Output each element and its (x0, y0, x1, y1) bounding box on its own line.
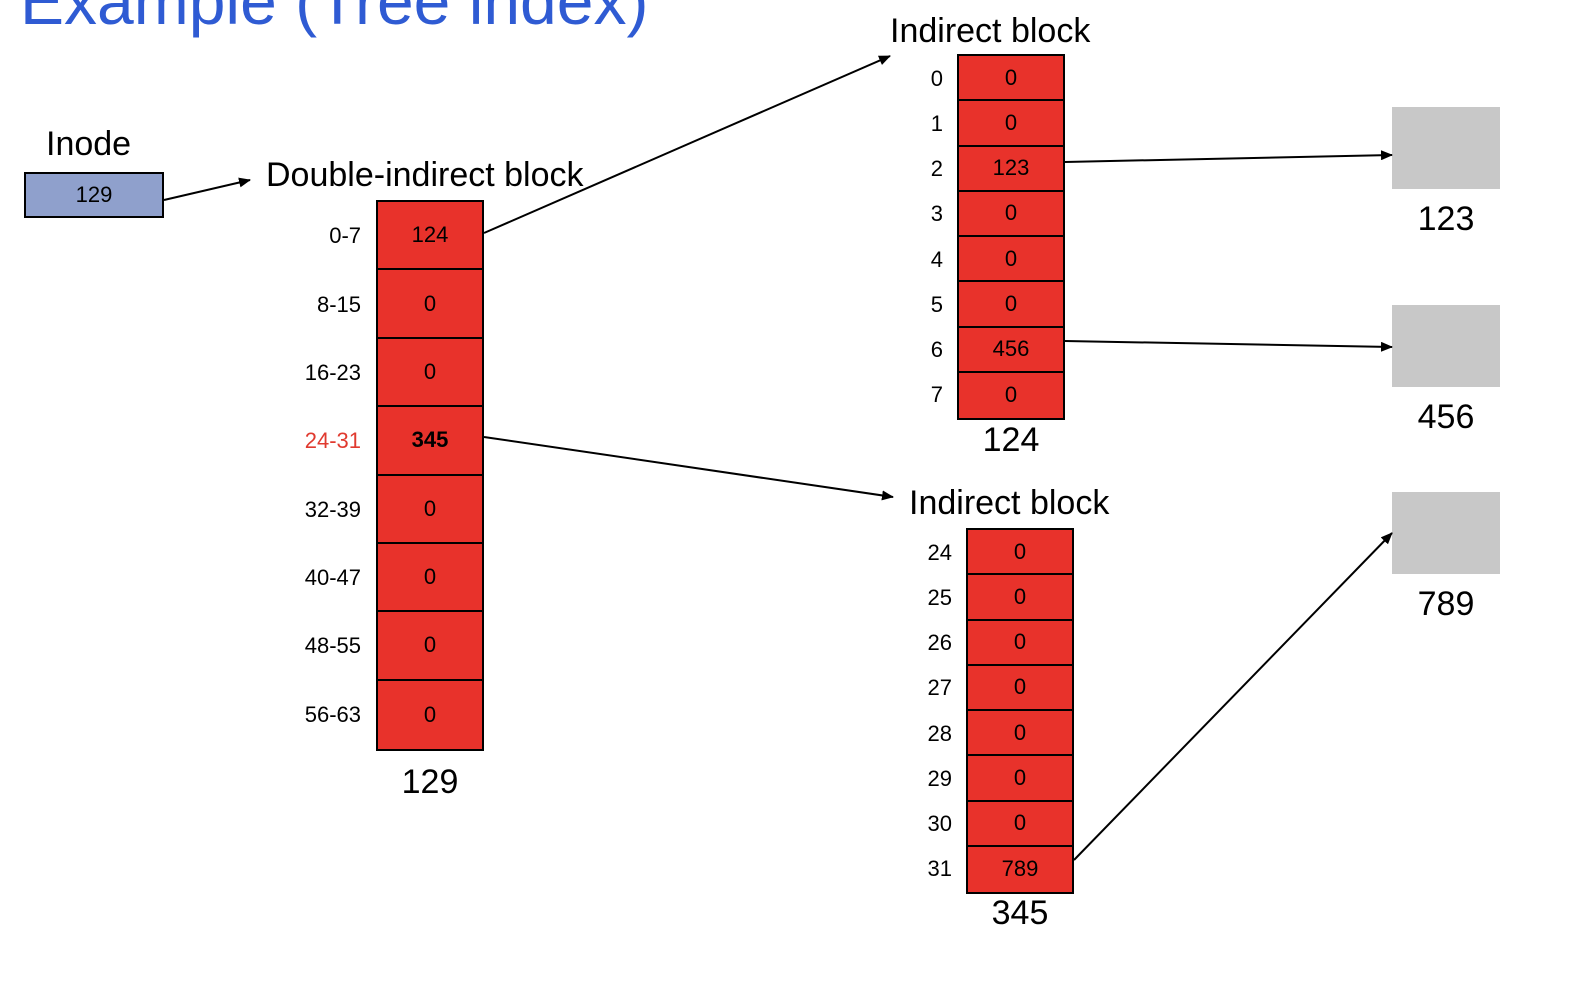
indirect-a-index-label: 1 (930, 110, 943, 136)
double-indirect-index-label: 48-55 (304, 633, 361, 659)
indirect-b-index-label: 27 (927, 675, 952, 701)
arrow-789-to-data-block (1073, 532, 1393, 861)
double-indirect-cell: 0 (378, 544, 482, 613)
arrow-345-to-indirect-b (483, 436, 894, 501)
arrow-inode-to-double-indirect (163, 177, 251, 201)
indirect-a-cell: 0 (959, 282, 1063, 328)
double-indirect-cell-value: 345 (411, 427, 449, 453)
indirect-a-cell: 0 (959, 101, 1063, 147)
indirect-a-index-label: 4 (930, 246, 943, 272)
indirect-block-b: 0 0 0 0 0 0 0 789 (966, 528, 1074, 894)
double-indirect-cell-value: 0 (423, 632, 437, 658)
indirect-a-cell-value: 0 (1004, 64, 1018, 90)
indirect-a-cell-value: 0 (1004, 200, 1018, 226)
data-block-789-label: 789 (1417, 585, 1475, 623)
indirect-b-cell-value: 0 (1013, 674, 1027, 700)
double-indirect-index-label: 0-7 (329, 223, 361, 249)
indirect-b-cell: 0 (968, 666, 1072, 711)
data-block-123-label: 123 (1417, 200, 1475, 238)
double-indirect-index-label: 16-23 (304, 359, 361, 385)
indirect-a-cell: 456 (959, 328, 1063, 373)
indirect-b-cell-value: 0 (1013, 629, 1027, 655)
double-indirect-cell-value: 0 (423, 564, 437, 590)
indirect-b-cell-value: 0 (1013, 719, 1027, 745)
indirect-a-cell-value: 0 (1004, 109, 1018, 135)
indirect-a-index-label: 6 (930, 337, 943, 363)
indirect-a-index-label: 5 (930, 291, 943, 317)
indirect-b-index-label: 25 (927, 584, 952, 610)
data-block-789 (1392, 492, 1500, 574)
indirect-b-cell: 0 (968, 575, 1072, 621)
double-indirect-cell: 0 (378, 270, 482, 339)
indirect-a-cell-value: 0 (1004, 382, 1018, 408)
indirect-b-cell: 0 (968, 711, 1072, 757)
double-indirect-index-label: 24-31 (304, 428, 361, 454)
data-block-456 (1392, 305, 1500, 387)
double-indirect-index-label: 32-39 (304, 496, 361, 522)
indirect-a-cell-value: 0 (1004, 245, 1018, 271)
indirect-a-index-label: 3 (930, 201, 943, 227)
data-block-123 (1392, 107, 1500, 189)
indirect-a-cell-value: 456 (992, 336, 1030, 362)
indirect-a-cell: 0 (959, 56, 1063, 102)
double-indirect-cell-value: 124 (411, 222, 449, 248)
indirect-block-a-number: 124 (982, 421, 1040, 459)
indirect-a-index-label: 0 (930, 65, 943, 91)
arrow-456-to-data-block (1064, 340, 1393, 352)
indirect-b-cell: 789 (968, 847, 1072, 892)
double-indirect-cell: 0 (378, 612, 482, 681)
inode-box: 129 (24, 172, 164, 218)
indirect-b-cell-value: 0 (1013, 764, 1027, 790)
double-indirect-cell: 0 (378, 339, 482, 408)
slide-title: Example (Tree index) (20, 0, 649, 38)
double-indirect-cell-value: 0 (423, 290, 437, 316)
double-indirect-cell-value: 0 (423, 358, 437, 384)
arrow-123-to-data-block (1064, 150, 1393, 163)
indirect-b-index-label: 24 (927, 539, 952, 565)
indirect-b-cell-value: 0 (1013, 583, 1027, 609)
double-indirect-cell: 0 (378, 681, 482, 749)
indirect-b-cell: 0 (968, 802, 1072, 847)
indirect-b-index-label: 31 (927, 856, 952, 882)
indirect-b-index-label: 28 (927, 720, 952, 746)
indirect-a-index-label: 2 (930, 156, 943, 182)
double-indirect-label: Double-indirect block (266, 156, 584, 194)
indirect-a-cell: 0 (959, 237, 1063, 283)
indirect-a-cell: 123 (959, 147, 1063, 192)
data-block-456-label: 456 (1417, 398, 1475, 436)
double-indirect-cell: 124 (378, 202, 482, 271)
indirect-a-index-label: 7 (930, 382, 943, 408)
indirect-b-cell: 0 (968, 756, 1072, 802)
double-indirect-cell: 0 (378, 476, 482, 544)
indirect-block-a-label: Indirect block (890, 12, 1091, 50)
double-indirect-index-label: 8-15 (316, 291, 361, 317)
arrow-124-to-indirect-a (483, 55, 891, 234)
double-indirect-cell: 345 (378, 407, 482, 476)
double-indirect-block-number: 129 (401, 763, 459, 801)
indirect-b-cell: 0 (968, 530, 1072, 576)
indirect-a-cell-value: 0 (1004, 290, 1018, 316)
double-indirect-cell-value: 0 (423, 495, 437, 521)
indirect-a-cell-value: 123 (992, 155, 1030, 181)
indirect-b-index-label: 26 (927, 630, 952, 656)
indirect-b-cell-value: 789 (1001, 856, 1039, 882)
indirect-b-index-label: 30 (927, 811, 952, 837)
indirect-b-cell: 0 (968, 621, 1072, 666)
double-indirect-cell-value: 0 (423, 701, 437, 727)
indirect-block-a: 0 0 123 0 0 0 456 0 (957, 54, 1065, 420)
indirect-block-b-label: Indirect block (909, 484, 1110, 522)
double-indirect-index-label: 56-63 (304, 701, 361, 727)
inode-value: 129 (75, 182, 113, 207)
double-indirect-index-label: 40-47 (304, 565, 361, 591)
double-indirect-block: 124 0 0 345 0 0 0 0 (376, 200, 484, 751)
indirect-block-b-number: 345 (991, 894, 1049, 932)
indirect-b-index-label: 29 (927, 765, 952, 791)
indirect-a-cell: 0 (959, 192, 1063, 237)
indirect-b-cell-value: 0 (1013, 810, 1027, 836)
indirect-b-cell-value: 0 (1013, 538, 1027, 564)
inode-label: Inode (46, 125, 132, 163)
indirect-a-cell: 0 (959, 373, 1063, 418)
